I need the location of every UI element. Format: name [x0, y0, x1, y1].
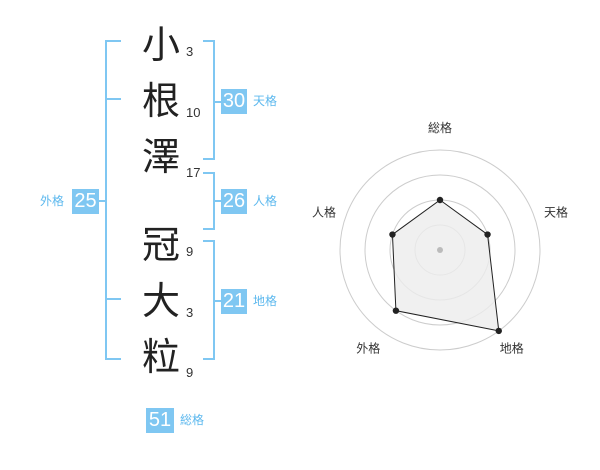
- given-stroke-3: 9: [186, 365, 194, 380]
- radar-series-area: [391, 199, 500, 332]
- given-char-1: 冠: [141, 223, 180, 267]
- surname-char-2: 根: [141, 79, 180, 123]
- gaikaku-value: 25: [72, 189, 99, 214]
- soukaku-label: 総格: [180, 413, 205, 427]
- given-stroke-1: 9: [186, 244, 194, 259]
- tenkaku-connector: [215, 101, 221, 103]
- radar-grid-ring: [339, 149, 541, 351]
- radar-center-dot: [437, 247, 443, 253]
- soukaku-value: 51: [146, 408, 174, 433]
- surname-char-1: 小: [141, 23, 180, 67]
- given-stroke-2: 3: [186, 305, 194, 320]
- tenkaku-value: 30: [221, 89, 247, 114]
- tenkaku-bracket: [203, 40, 215, 160]
- radar-axis-label: 総格: [428, 120, 452, 135]
- tenkaku-label: 天格: [253, 94, 278, 108]
- radar-point: [389, 231, 396, 238]
- radar-axis-label: 外格: [356, 341, 380, 356]
- chikaku-label: 地格: [253, 294, 278, 308]
- gaikaku-bracket: [105, 40, 121, 360]
- radar-point: [495, 327, 502, 335]
- jinkaku-label: 人格: [253, 194, 278, 208]
- radar-axis-label: 天格: [544, 204, 568, 219]
- chikaku-value: 21: [221, 289, 247, 314]
- surname-stroke-3: 17: [186, 165, 201, 180]
- jinkaku-bracket: [203, 172, 215, 230]
- surname-char-3: 澤: [141, 135, 180, 179]
- surname-stroke-2: 10: [186, 105, 201, 120]
- radar-axis-label: 地格: [500, 341, 524, 356]
- radar-point: [484, 231, 491, 238]
- chikaku-bracket: [203, 240, 215, 360]
- bracket-tick: [105, 98, 121, 100]
- surname-stroke-1: 3: [186, 44, 194, 59]
- radar-axis-label: 人格: [312, 204, 336, 219]
- given-char-3: 粒: [141, 335, 180, 379]
- radar-grid-ring: [364, 174, 516, 326]
- chikaku-connector: [215, 300, 221, 302]
- radar-point: [436, 196, 444, 204]
- gaikaku-label: 外格: [40, 194, 65, 208]
- jinkaku-connector: [215, 200, 221, 202]
- radar-point: [392, 307, 400, 314]
- jinkaku-value: 26: [221, 189, 247, 214]
- bracket-tick: [105, 298, 121, 300]
- given-char-2: 大: [141, 279, 180, 323]
